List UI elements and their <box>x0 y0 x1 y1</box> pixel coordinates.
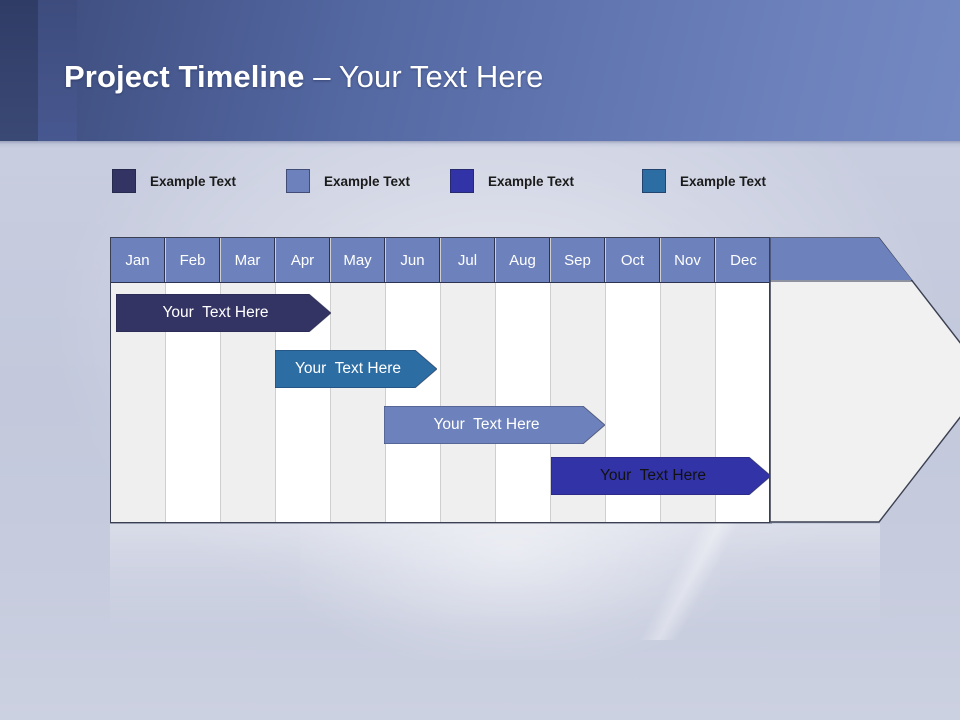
legend: Example Text Example Text Example Text Exam… <box>112 166 812 198</box>
legend-item[interactable]: Example Text <box>286 166 410 196</box>
legend-item-label: Example Text <box>150 173 237 189</box>
month-header-oct[interactable]: Oct <box>606 238 660 282</box>
month-header-mar[interactable]: Mar <box>221 238 275 282</box>
header-gradient-band <box>0 0 960 141</box>
legend-color-swatch <box>112 169 136 193</box>
month-header-jan[interactable]: Jan <box>111 238 165 282</box>
legend-color-swatch <box>642 169 666 193</box>
header-accent-band-mid <box>38 0 77 141</box>
month-header-dec[interactable]: Dec <box>716 238 769 282</box>
month-header-aug[interactable]: Aug <box>496 238 550 282</box>
legend-item[interactable]: Example Text <box>112 166 236 196</box>
legend-color-swatch <box>286 169 310 193</box>
task-bar[interactable]: Your Text Here <box>384 406 605 444</box>
page-title: Project Timeline – Your Text Here <box>64 59 543 95</box>
month-header-feb[interactable]: Feb <box>166 238 220 282</box>
header-row-underline <box>111 282 769 283</box>
month-column-mar: Mar <box>221 238 276 522</box>
legend-item[interactable]: Example Text <box>450 166 574 196</box>
legend-item-label: Example Text <box>324 173 411 189</box>
slide-header: Project Timeline – Your Text Here <box>0 0 960 141</box>
task-bar[interactable]: Your Text Here <box>275 350 437 388</box>
task-bar[interactable]: Your Text Here <box>116 294 331 332</box>
legend-color-swatch <box>450 169 474 193</box>
legend-item-label: Example Text <box>488 173 575 189</box>
month-column-aug: Aug <box>496 238 551 522</box>
month-header-nov[interactable]: Nov <box>661 238 715 282</box>
legend-item-label: Example Text <box>680 173 767 189</box>
month-header-apr[interactable]: Apr <box>276 238 330 282</box>
page-title-bold: Project Timeline <box>64 59 305 94</box>
month-header-jun[interactable]: Jun <box>386 238 440 282</box>
month-column-feb: Feb <box>166 238 221 522</box>
month-column-jan: Jan <box>111 238 166 522</box>
header-accent-band-dark <box>0 0 38 141</box>
month-header-sep[interactable]: Sep <box>551 238 605 282</box>
header-drop-shadow <box>0 141 960 148</box>
page-title-subtitle: – Your Text Here <box>304 59 544 94</box>
legend-item[interactable]: Example Text <box>642 166 766 196</box>
timeline-arrow-head <box>769 237 960 523</box>
month-header-jul[interactable]: Jul <box>441 238 495 282</box>
month-column-jul: Jul <box>441 238 496 522</box>
month-header-may[interactable]: May <box>331 238 385 282</box>
task-bar[interactable]: Your Text Here <box>551 457 769 495</box>
